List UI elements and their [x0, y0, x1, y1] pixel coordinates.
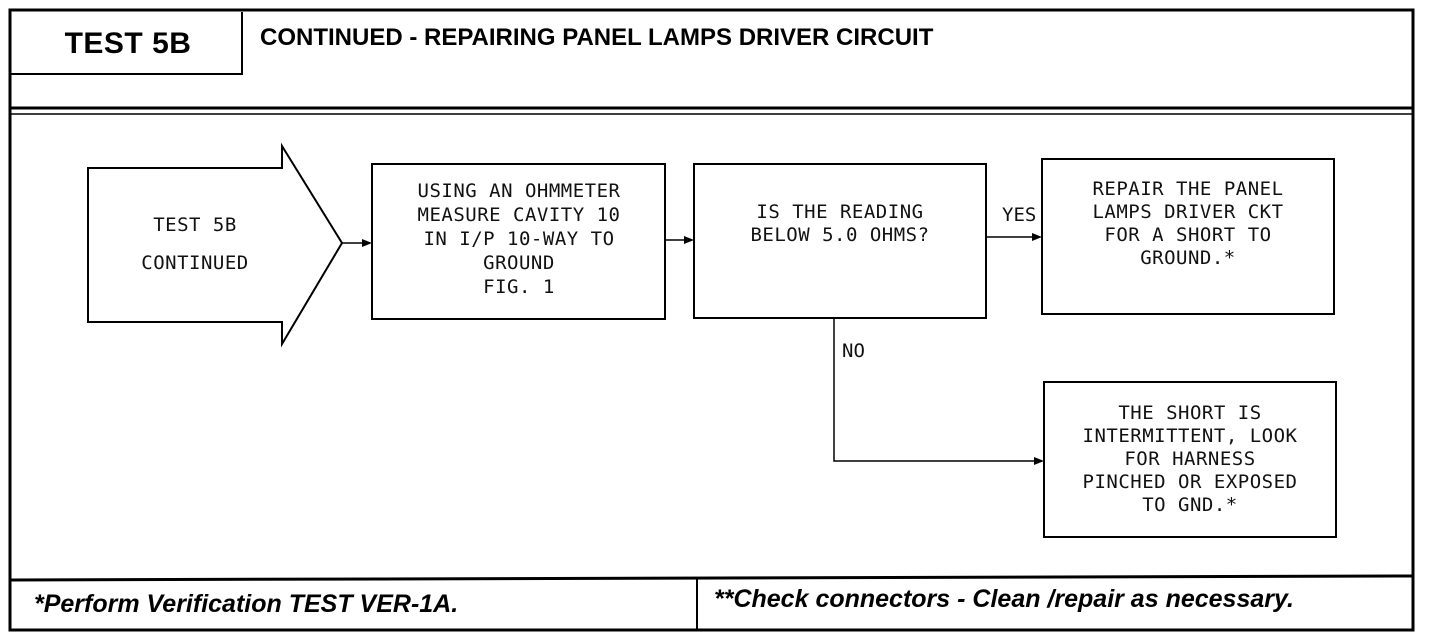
step1-box — [371, 163, 666, 320]
start-line: TEST 5B — [153, 214, 237, 236]
yes-result-line: GROUND.* — [1140, 247, 1236, 269]
yes-result-line: FOR A SHORT TO — [1104, 224, 1272, 246]
yes-result-line: LAMPS DRIVER CKT — [1092, 201, 1284, 223]
footer-divider — [9, 574, 1414, 582]
decision-line: BELOW 5.0 OHMS? — [750, 224, 930, 246]
yes-result-text: REPAIR THE PANEL LAMPS DRIVER CKT FOR A … — [1044, 176, 1332, 272]
decision-box — [693, 163, 987, 319]
yes-result-line: REPAIR THE PANEL — [1092, 178, 1284, 200]
test-label: TEST 5B — [64, 27, 192, 60]
no-result-line: INTERMITTENT, LOOK — [1082, 424, 1298, 447]
no-result-line: FOR HARNESS — [1124, 447, 1256, 470]
test-label-box — [10, 12, 243, 75]
footer-right-note: **Check connectors - Clean /repair as ne… — [714, 585, 1294, 613]
footer-left-note: *Perform Verification TEST VER-1A. — [34, 590, 459, 618]
connector-no — [833, 318, 1040, 462]
arrowhead-no — [1034, 457, 1044, 465]
outer-border — [8, 8, 1415, 632]
arrowhead-step1 — [362, 239, 372, 247]
no-result-line: TO GND.* — [1142, 493, 1238, 516]
yes-label: YES — [1002, 204, 1037, 226]
step1-line: MEASURE CAVITY 10 — [417, 204, 621, 226]
step1-line: USING AN OHMMETER — [417, 180, 621, 202]
decision-text: IS THE READING BELOW 5.0 OHMS? — [696, 196, 984, 252]
decision-line: IS THE READING — [756, 201, 924, 223]
arrowhead-decision — [684, 236, 694, 244]
step1-line: IN I/P 10-WAY TO — [423, 228, 615, 250]
arrowhead-yes — [1032, 233, 1042, 241]
no-label: NO — [842, 340, 865, 362]
start-arrow-text: TEST 5B CONTINUED — [100, 196, 290, 292]
step1-line: GROUND — [483, 252, 555, 274]
page-title: CONTINUED - REPAIRING PANEL LAMPS DRIVER… — [260, 24, 934, 51]
start-line: CONTINUED — [141, 252, 249, 274]
start-arrow-shape — [87, 142, 344, 348]
no-result-text: THE SHORT IS INTERMITTENT, LOOK FOR HARN… — [1046, 400, 1334, 518]
step1-line: FIG. 1 — [483, 276, 555, 298]
step1-text: USING AN OHMMETER MEASURE CAVITY 10 IN I… — [374, 174, 664, 304]
no-result-box — [1043, 381, 1337, 538]
no-result-line: THE SHORT IS — [1118, 401, 1262, 424]
no-result-line: PINCHED OR EXPOSED — [1082, 470, 1298, 493]
yes-result-box — [1041, 158, 1335, 315]
